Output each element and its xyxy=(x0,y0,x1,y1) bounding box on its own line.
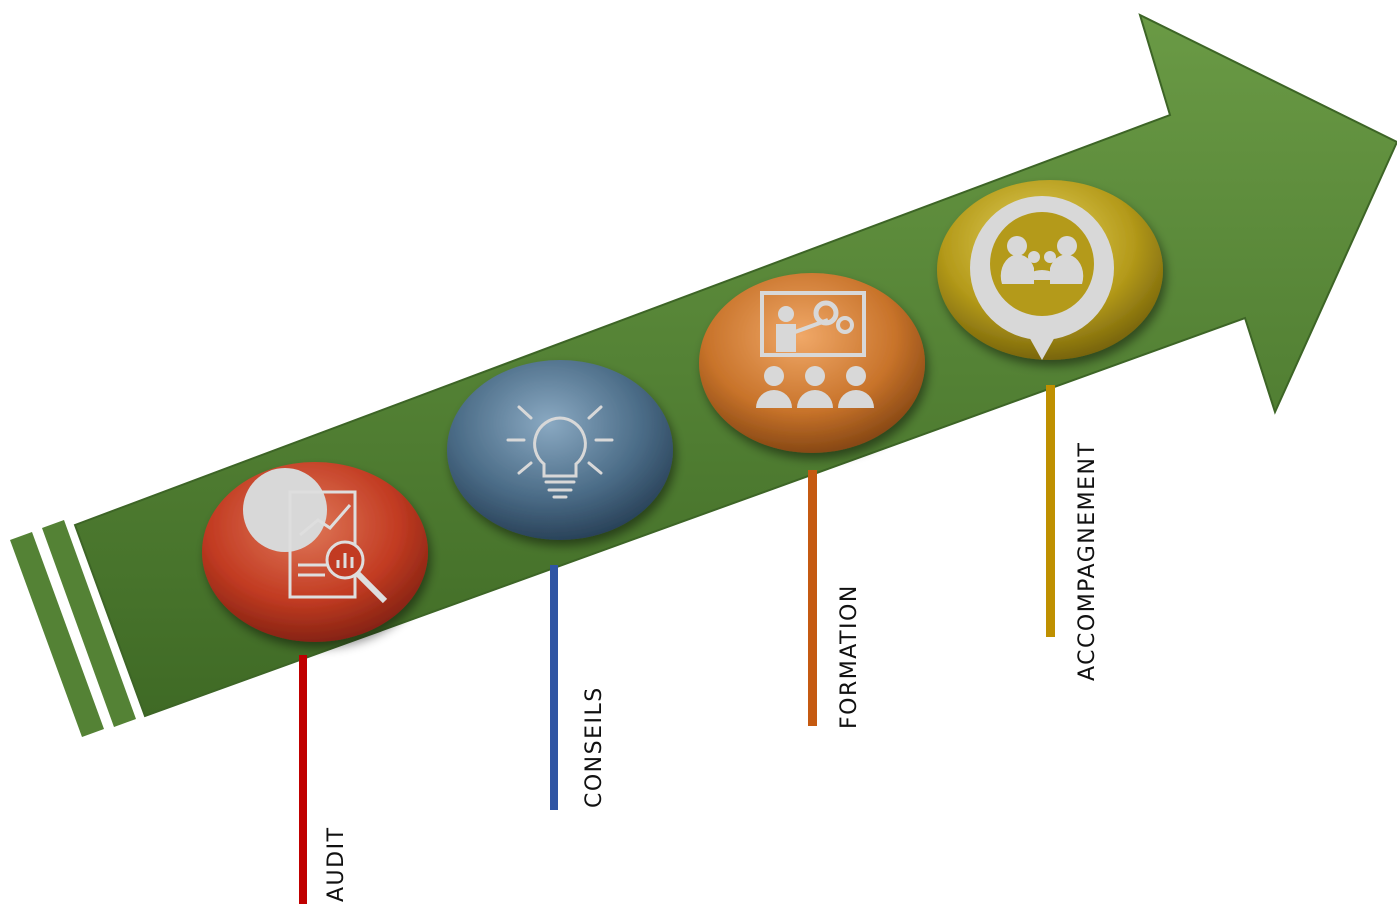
formation-line xyxy=(808,470,817,726)
audit-report-magnifier-icon xyxy=(243,468,388,604)
support-people-pin-icon xyxy=(970,196,1114,360)
formation-label: FORMATION xyxy=(837,584,862,729)
conseils-label: CONSEILS xyxy=(582,686,607,808)
step-accompagnement xyxy=(937,180,1163,360)
presentation-training-icon xyxy=(756,291,874,408)
audit-label: AUDIT xyxy=(324,826,349,902)
accompagnement-label: ACCOMPAGNEMENT xyxy=(1075,442,1100,681)
conseils-disc xyxy=(447,360,673,540)
accompagnement-line xyxy=(1046,385,1055,637)
step-audit xyxy=(202,462,428,642)
arrow-tail-stripe-2 xyxy=(42,520,136,727)
audit-line xyxy=(299,655,307,904)
formation-disc xyxy=(699,273,925,453)
arrow-tail-stripe-1 xyxy=(10,532,104,737)
step-conseils xyxy=(447,360,673,540)
conseils-line xyxy=(550,565,558,810)
step-formation xyxy=(699,273,925,453)
lightbulb-icon xyxy=(506,405,614,499)
